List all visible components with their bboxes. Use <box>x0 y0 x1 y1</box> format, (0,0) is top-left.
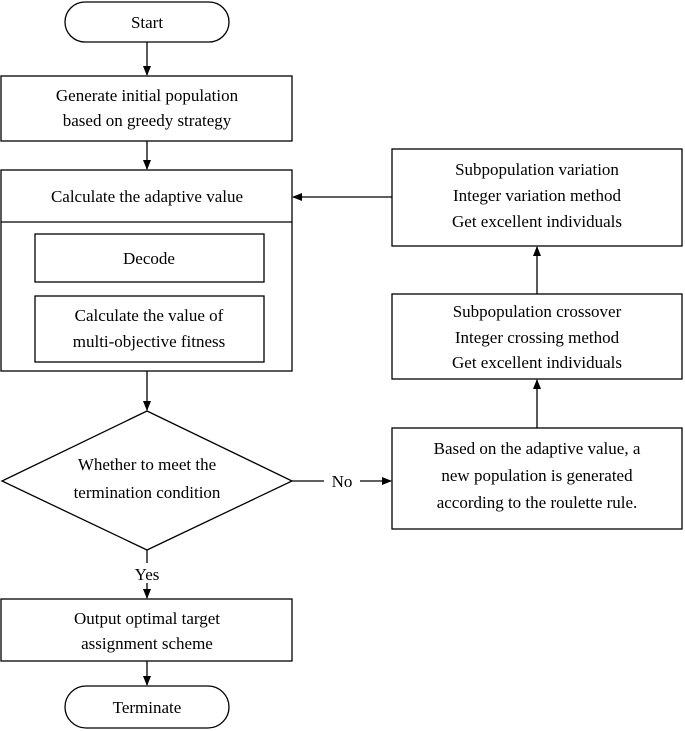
start-label: Start <box>131 13 163 32</box>
output-scheme-line-1: Output optimal target <box>74 609 220 628</box>
variation-box <box>391 148 683 247</box>
generate-population-box <box>0 75 293 142</box>
termination-line-2: termination condition <box>74 483 221 502</box>
crossover-box <box>391 293 683 380</box>
variation-line-3: Get excellent individuals <box>452 212 622 231</box>
roulette-line-2: new population is generated <box>441 466 633 485</box>
output-scheme-line-2: assignment scheme <box>81 634 213 653</box>
generate-population-line-1: Generate initial population <box>56 86 239 105</box>
variation-line-2: Integer variation method <box>453 186 622 205</box>
roulette-line-3: according to the roulette rule. <box>437 493 638 512</box>
multi-objective-box <box>34 295 265 363</box>
crossover-line-2: Integer crossing method <box>455 328 620 347</box>
termination-line-1: Whether to meet the <box>78 455 216 474</box>
roulette-line-1: Based on the adaptive value, a <box>434 439 641 458</box>
yes-edge-label: Yes <box>135 565 160 584</box>
multi-objective-line-2: multi-objective fitness <box>73 332 226 351</box>
output-scheme-box <box>0 598 293 662</box>
roulette-box <box>391 427 683 530</box>
generate-population-line-2: based on greedy strategy <box>63 111 232 130</box>
terminate-terminator <box>64 685 230 729</box>
crossover-line-3: Get excellent individuals <box>452 353 622 372</box>
calculate-adaptive-label: Calculate the adaptive value <box>51 187 243 206</box>
crossover-line-1: Subpopulation crossover <box>453 302 622 321</box>
termination-decision-diamond <box>0 410 294 551</box>
terminate-label: Terminate <box>113 698 182 717</box>
yes-label-backdrop <box>126 563 168 583</box>
variation-line-1: Subpopulation variation <box>455 160 619 179</box>
multi-objective-line-1: Calculate the value of <box>75 306 224 325</box>
decode-label: Decode <box>123 249 175 268</box>
decode-box <box>34 233 265 283</box>
no-edge-label: No <box>332 472 353 491</box>
